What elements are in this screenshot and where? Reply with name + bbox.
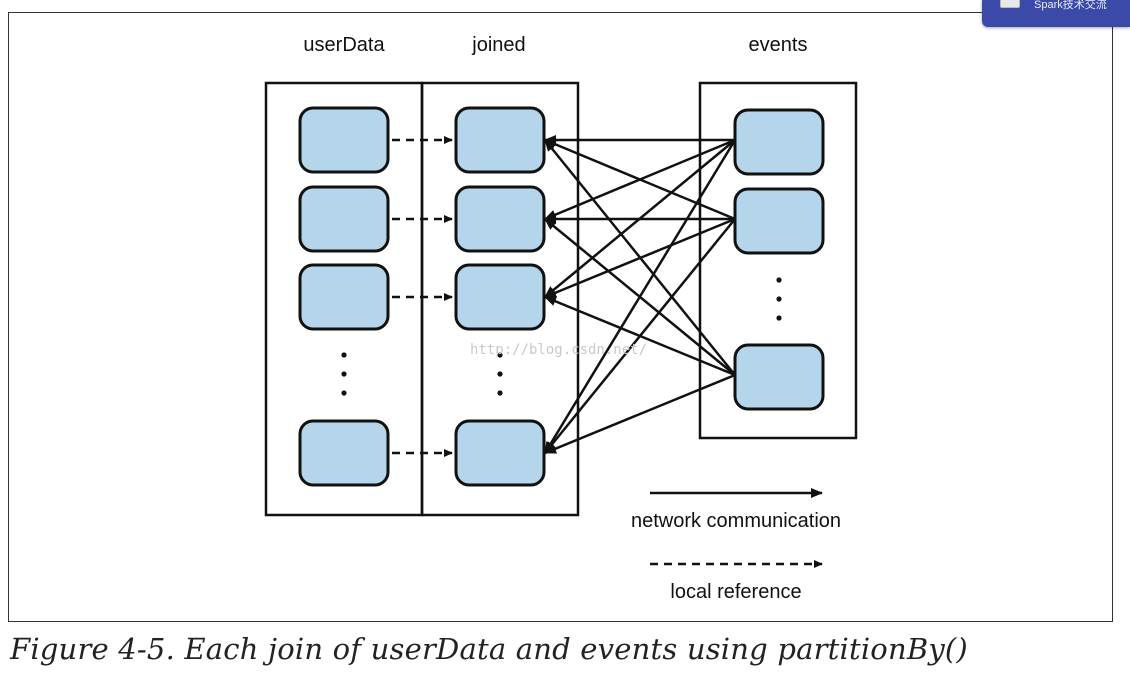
legend-local-label: local reference (670, 581, 801, 603)
joined-partition (454, 185, 546, 253)
network-arrows (543, 135, 737, 455)
network-arrow (544, 138, 736, 221)
joined-partition (454, 106, 546, 174)
network-arrow (544, 218, 736, 376)
joined-partition (454, 263, 546, 331)
network-arrow (544, 295, 736, 377)
events-partition (733, 108, 825, 176)
events-header: events (749, 34, 808, 56)
watermark-text: http://blog.csdn.net/ (470, 342, 647, 358)
joined-ellipsis (497, 352, 503, 396)
figure-frame (8, 12, 1113, 622)
userdata-partition (298, 419, 390, 487)
events-ellipsis (776, 277, 782, 321)
events-partition (733, 187, 825, 255)
events-partitions (733, 108, 825, 411)
network-arrow (544, 373, 736, 455)
joined-header: joined (471, 34, 525, 56)
userdata-ellipsis (341, 352, 347, 396)
userdata-partition (298, 185, 390, 253)
notification-popup[interactable]: Spark技术交流 (982, 0, 1130, 27)
userdata-partition (298, 106, 390, 174)
userdata-partition (298, 263, 390, 331)
document-icon (1000, 0, 1020, 8)
joined-partitions (454, 106, 546, 487)
local-arrows (392, 136, 453, 457)
network-arrow (544, 139, 736, 376)
userdata-partitions (298, 106, 390, 487)
notification-text: Spark技术交流 (1034, 0, 1107, 11)
legend-network-label: network communication (631, 510, 841, 532)
joined-rdd-box (420, 81, 580, 517)
events-partition (733, 343, 825, 411)
joined-partition (454, 419, 546, 487)
figure-caption: Figure 4-5. Each join of userData and ev… (10, 632, 968, 666)
userdata-header: userData (303, 34, 385, 56)
